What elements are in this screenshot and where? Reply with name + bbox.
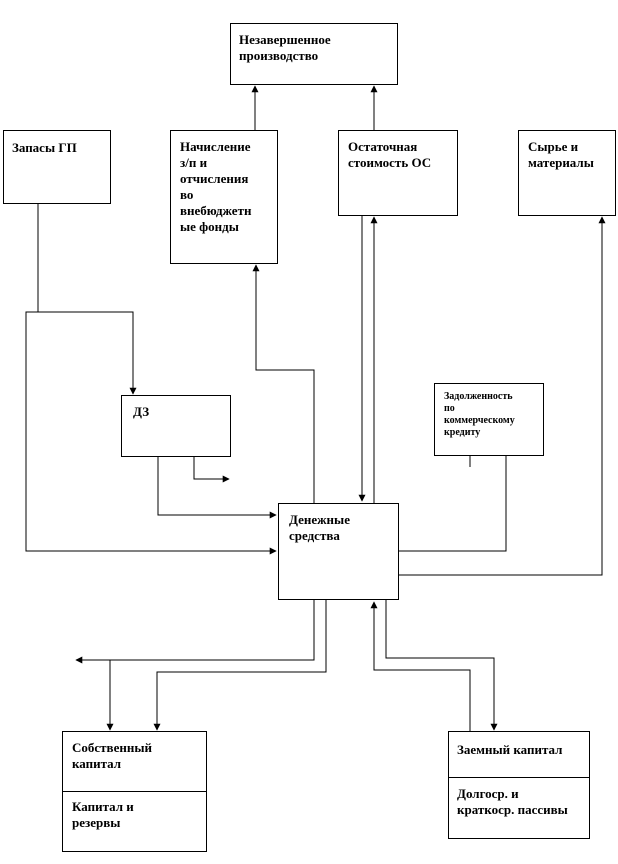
arrow-fg-stock-to-receivables xyxy=(37,203,137,395)
fixed-assets-box: Остаточная стоимость ОС xyxy=(338,130,458,216)
commercial-credit-box: Задолженность по коммерческому кредиту xyxy=(434,383,544,456)
equity-sub-label: Капитал и резервы xyxy=(72,799,134,830)
raw-materials-box: Сырье и материалы xyxy=(518,130,616,216)
commercial-credit-label: Задолженность по коммерческому кредиту xyxy=(444,391,515,438)
arrow-cash-to-debt xyxy=(385,600,498,731)
wip-box: Незавершенное производство xyxy=(230,23,398,85)
debt-label: Заемный капитал xyxy=(457,742,563,757)
equity-box: Собственный капитал Капитал и резервы xyxy=(62,731,207,852)
equity-divider xyxy=(63,791,206,792)
wip-label: Незавершенное производство xyxy=(239,32,331,63)
receivables-label: ДЗ xyxy=(133,404,150,419)
arrow-cash-to-equity xyxy=(153,600,327,731)
fg-stock-box: Запасы ГП xyxy=(3,130,111,204)
arrow-cash-outflow-left xyxy=(75,600,315,664)
debt-divider xyxy=(449,777,589,778)
cash-label: Денежные средства xyxy=(289,512,350,543)
arrow-receivables-to-cash xyxy=(157,456,277,519)
arrow-cash-to-raw-materials xyxy=(399,216,606,576)
debt-sub-label: Долгоср. и краткоср. пассивы xyxy=(457,786,568,817)
receivables-box: ДЗ xyxy=(121,395,231,457)
debt-box: Заемный капитал Долгоср. и краткоср. пас… xyxy=(448,731,590,839)
equity-label: Собственный капитал xyxy=(72,740,152,771)
arrow-cash-to-payroll xyxy=(252,264,315,503)
raw-materials-label: Сырье и материалы xyxy=(528,139,594,170)
arrow-receivables-outflow xyxy=(193,456,230,483)
arrow-left-loop-to-cash xyxy=(25,311,277,555)
payroll-label: Начисление з/п и отчисления во внебюджет… xyxy=(180,139,252,234)
fg-stock-label: Запасы ГП xyxy=(12,140,77,155)
fixed-assets-label: Остаточная стоимость ОС xyxy=(348,139,432,170)
cash-box: Денежные средства xyxy=(278,503,399,600)
arrow-debt-to-cash xyxy=(370,601,471,732)
payroll-box: Начисление з/п и отчисления во внебюджет… xyxy=(170,130,278,264)
arrow-cash-to-commercial-credit xyxy=(399,443,510,552)
